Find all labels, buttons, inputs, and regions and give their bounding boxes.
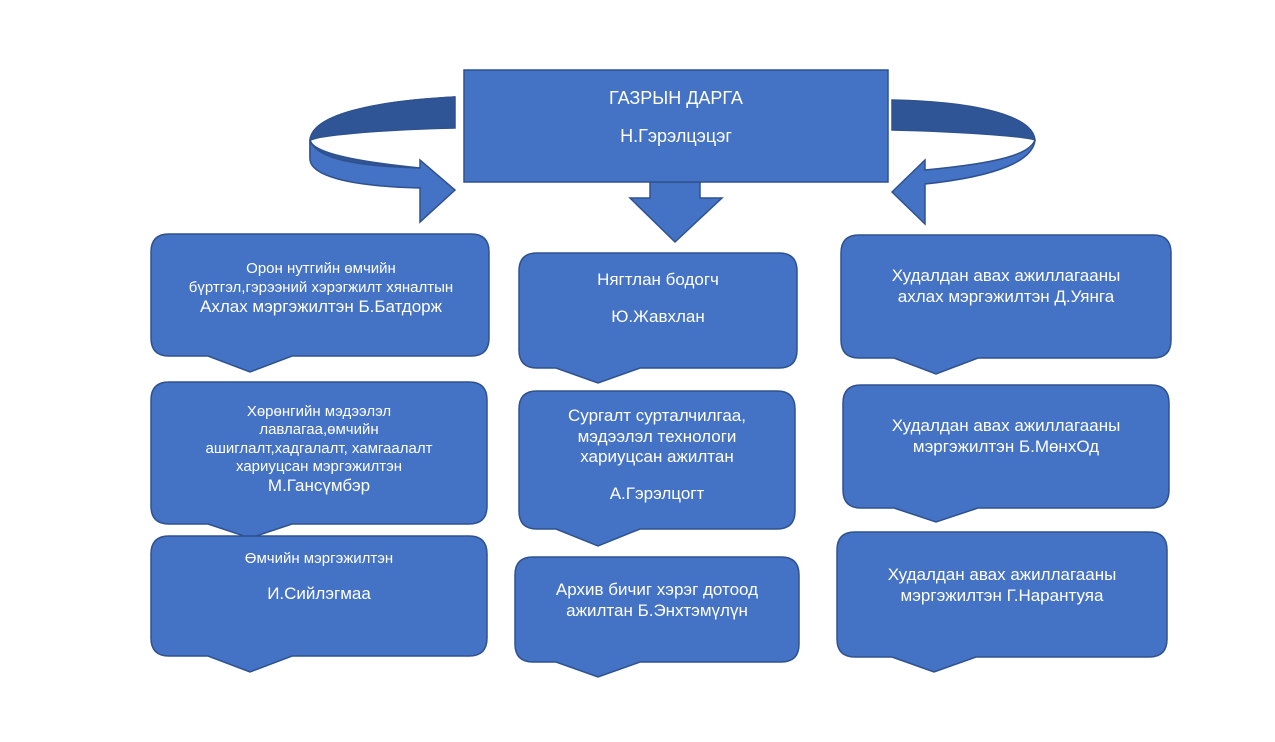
middle-box-3 [514,556,800,678]
middle-box-3-label: Архив бичиг хэрэг дотоод ажилтан Б.Энхтэ… [555,580,759,620]
middle-box-1-label: Нягтлан бодогч Ю.Жавхлан [597,270,719,326]
left-curved-arrow [309,96,457,224]
left-box-3 [150,535,488,673]
right-box-3-label: Худалдан авах ажиллагааны мэргэжилтэн Г.… [887,565,1117,605]
head-label: ГАЗРЫН ДАРГА Н.Гэрэлцэцэг [464,70,888,182]
middle-box-2 [518,390,796,547]
head-name: Н.Гэрэлцэцэг [620,125,732,146]
left-box-2-label: Хөрөнгийн мэдээлэл лавлагаа,өмчийн ашигл… [205,403,433,496]
left-box-3-label: Өмчийн мэргэжилтэн И.Сийлэгмаа [244,550,394,604]
left-box-1 [150,233,490,373]
right-curved-arrow [890,99,1036,226]
right-box-2 [842,384,1170,523]
left-box-2 [150,381,488,539]
down-arrow [628,181,724,244]
middle-box-1 [518,252,798,384]
right-box-1 [840,234,1172,375]
right-box-2-label: Худалдан авах ажиллагааны мэргэжилтэн Б.… [891,416,1121,456]
right-box-3 [836,531,1168,673]
right-box-1-label: Худалдан авах ажиллагааны ахлах мэргэжил… [891,266,1121,306]
middle-box-2-label: Сургалт сурталчилгаа, мэдээлэл технологи… [568,406,746,504]
left-box-1-label: Орон нутгийн өмчийн бүртгэл,гэрээний хэр… [188,260,454,316]
head-title: ГАЗРЫН ДАРГА [609,88,743,108]
head-box [463,69,889,183]
